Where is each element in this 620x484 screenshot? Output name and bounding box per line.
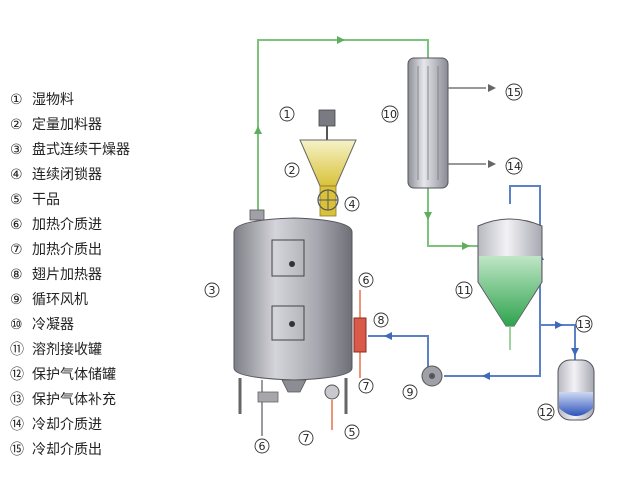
callout-1: 1 (279, 106, 295, 122)
legend: ① 湿物料 ② 定量加料器 ③ 盘式连续干燥器 ④ 连续闭锁器 ⑤ 干品 ⑥ 加热介质进 ⑦… (10, 88, 160, 463)
legend-number: ④ (10, 167, 23, 183)
svg-text:5: 5 (349, 426, 356, 439)
svg-text:1: 1 (284, 108, 291, 121)
svg-text:7: 7 (363, 380, 370, 393)
circulation-fan (421, 365, 443, 387)
legend-item: ⑧ 翅片加热器 (10, 263, 160, 288)
condenser (407, 57, 496, 189)
disc-dryer (233, 209, 353, 436)
svg-text:14: 14 (507, 160, 521, 173)
callout-9: 9 (402, 384, 418, 400)
legend-item: ⑭ 冷却介质进 (10, 413, 160, 438)
svg-text:15: 15 (507, 86, 521, 99)
legend-label: 湿物料 (32, 92, 74, 108)
legend-item: ⑤ 干品 (10, 188, 160, 213)
legend-item: ⑮ 冷却介质出 (10, 438, 160, 463)
svg-text:4: 4 (349, 198, 356, 211)
callout-8: 8 (373, 312, 389, 328)
solvent-receiver (477, 218, 543, 350)
callout-5: 5 (344, 424, 360, 440)
finned-heater (353, 317, 367, 353)
legend-item: ⑫ 保护气体储罐 (10, 363, 160, 388)
protective-gas-tank (557, 359, 595, 421)
callout-12: 12 (537, 403, 555, 421)
legend-number: ⑩ (10, 317, 23, 333)
legend-item: ⑪ 溶剂接收罐 (10, 338, 160, 363)
legend-number: ⑭ (10, 417, 24, 433)
legend-label: 加热介质进 (32, 217, 102, 233)
vapor-flow-arrows (254, 36, 470, 250)
legend-number: ③ (10, 142, 23, 158)
legend-item: ⑥ 加热介质进 (10, 213, 160, 238)
callout-7a: 7 (358, 378, 374, 394)
legend-label: 冷凝器 (32, 317, 74, 333)
svg-text:9: 9 (407, 386, 414, 399)
legend-number: ⑨ (10, 292, 23, 308)
svg-text:12: 12 (539, 406, 553, 419)
callout-6a: 6 (358, 272, 374, 288)
legend-label: 冷却介质进 (32, 417, 102, 433)
legend-label: 保护气体补充 (32, 392, 116, 408)
svg-text:3: 3 (209, 284, 216, 297)
svg-text:2: 2 (289, 164, 296, 177)
legend-number: ⑥ (10, 217, 23, 233)
legend-label: 连续闭锁器 (32, 167, 102, 183)
legend-label: 冷却介质出 (32, 442, 102, 458)
legend-number: ⑧ (10, 267, 23, 283)
legend-label: 溶剂接收罐 (32, 342, 102, 358)
discharge-valve (324, 384, 340, 400)
legend-item: ⑩ 冷凝器 (10, 313, 160, 338)
legend-label: 定量加料器 (32, 117, 102, 133)
callout-14: 14 (505, 157, 523, 175)
callout-15: 15 (505, 83, 523, 101)
legend-number: ⑮ (10, 442, 24, 458)
legend-label: 干品 (32, 192, 60, 208)
legend-number: ⑬ (10, 392, 24, 408)
legend-number: ② (10, 117, 23, 133)
callout-2: 2 (284, 162, 300, 178)
legend-item: ④ 连续闭锁器 (10, 163, 160, 188)
callout-11: 11 (455, 281, 473, 299)
legend-label: 翅片加热器 (32, 267, 102, 283)
svg-text:13: 13 (577, 318, 591, 331)
legend-number: ⑦ (10, 242, 23, 258)
svg-text:7: 7 (303, 432, 310, 445)
legend-item: ② 定量加料器 (10, 113, 160, 138)
legend-number: ① (10, 92, 23, 108)
svg-text:11: 11 (457, 284, 471, 297)
callout-3: 3 (204, 282, 220, 298)
callout-10: 10 (381, 105, 399, 123)
legend-number: ⑪ (10, 342, 24, 358)
legend-item: ① 湿物料 (10, 88, 160, 113)
callout-4: 4 (344, 196, 360, 212)
legend-item: ⑨ 循环风机 (10, 288, 160, 313)
svg-text:8: 8 (378, 314, 385, 327)
legend-item: ⑬ 保护气体补充 (10, 388, 160, 413)
svg-text:6: 6 (363, 274, 370, 287)
gas-pipeline (368, 185, 576, 377)
legend-label: 盘式连续干燥器 (32, 142, 130, 158)
legend-label: 保护气体储罐 (32, 367, 116, 383)
feed-hopper (299, 109, 357, 217)
legend-label: 加热介质出 (32, 242, 102, 258)
legend-item: ⑦ 加热介质出 (10, 238, 160, 263)
callout-6b: 6 (254, 438, 270, 454)
callout-13: 13 (575, 315, 593, 333)
svg-text:6: 6 (259, 440, 266, 453)
legend-label: 循环风机 (32, 292, 88, 308)
callout-7b: 7 (298, 430, 314, 446)
svg-text:10: 10 (383, 108, 397, 121)
legend-number: ⑫ (10, 367, 24, 383)
legend-number: ⑤ (10, 192, 23, 208)
legend-item: ③ 盘式连续干燥器 (10, 138, 160, 163)
